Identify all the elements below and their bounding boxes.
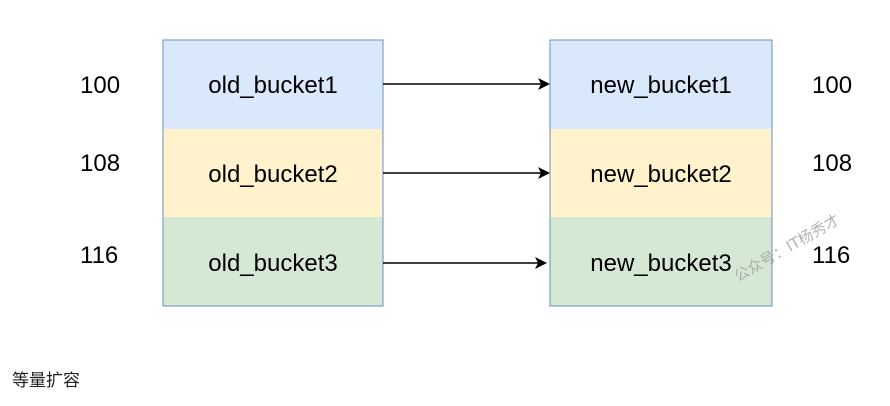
new-bucket2-cell <box>550 129 772 217</box>
old-bucket1-label: old_bucket1 <box>208 72 337 99</box>
old-bucket3-cell <box>163 217 383 306</box>
old-bucket2-cell <box>163 129 383 217</box>
old-bucket3-label: old_bucket3 <box>208 250 337 277</box>
new-bucket3-label: new_bucket3 <box>590 250 731 277</box>
new-address-3: 116 <box>812 242 850 269</box>
diagram-caption: 等量扩容 <box>12 371 80 391</box>
new-bucket3-cell <box>550 217 772 306</box>
new-buckets-border <box>549 39 773 307</box>
old-bucket1-cell <box>163 40 383 129</box>
new-address-1: 100 <box>812 72 852 99</box>
old-address-2: 108 <box>80 150 120 177</box>
new-address-2: 108 <box>812 150 852 177</box>
new-buckets-column: new_bucket1 new_bucket2 new_bucket3 <box>549 39 773 307</box>
old-buckets-column: old_bucket1 old_bucket2 old_bucket3 <box>162 39 384 307</box>
new-bucket1-cell <box>550 40 772 129</box>
old-addresses: 100 108 116 <box>80 72 120 269</box>
migration-arrows <box>383 78 550 269</box>
bucket-migration-diagram: old_bucket1 old_bucket2 old_bucket3 100 … <box>80 39 852 307</box>
new-bucket1-label: new_bucket1 <box>590 72 731 99</box>
old-bucket2-label: old_bucket2 <box>208 161 337 188</box>
old-address-3: 116 <box>80 242 118 269</box>
old-address-1: 100 <box>80 72 120 99</box>
new-bucket2-label: new_bucket2 <box>590 161 731 188</box>
new-addresses: 100 108 116 <box>812 72 852 269</box>
